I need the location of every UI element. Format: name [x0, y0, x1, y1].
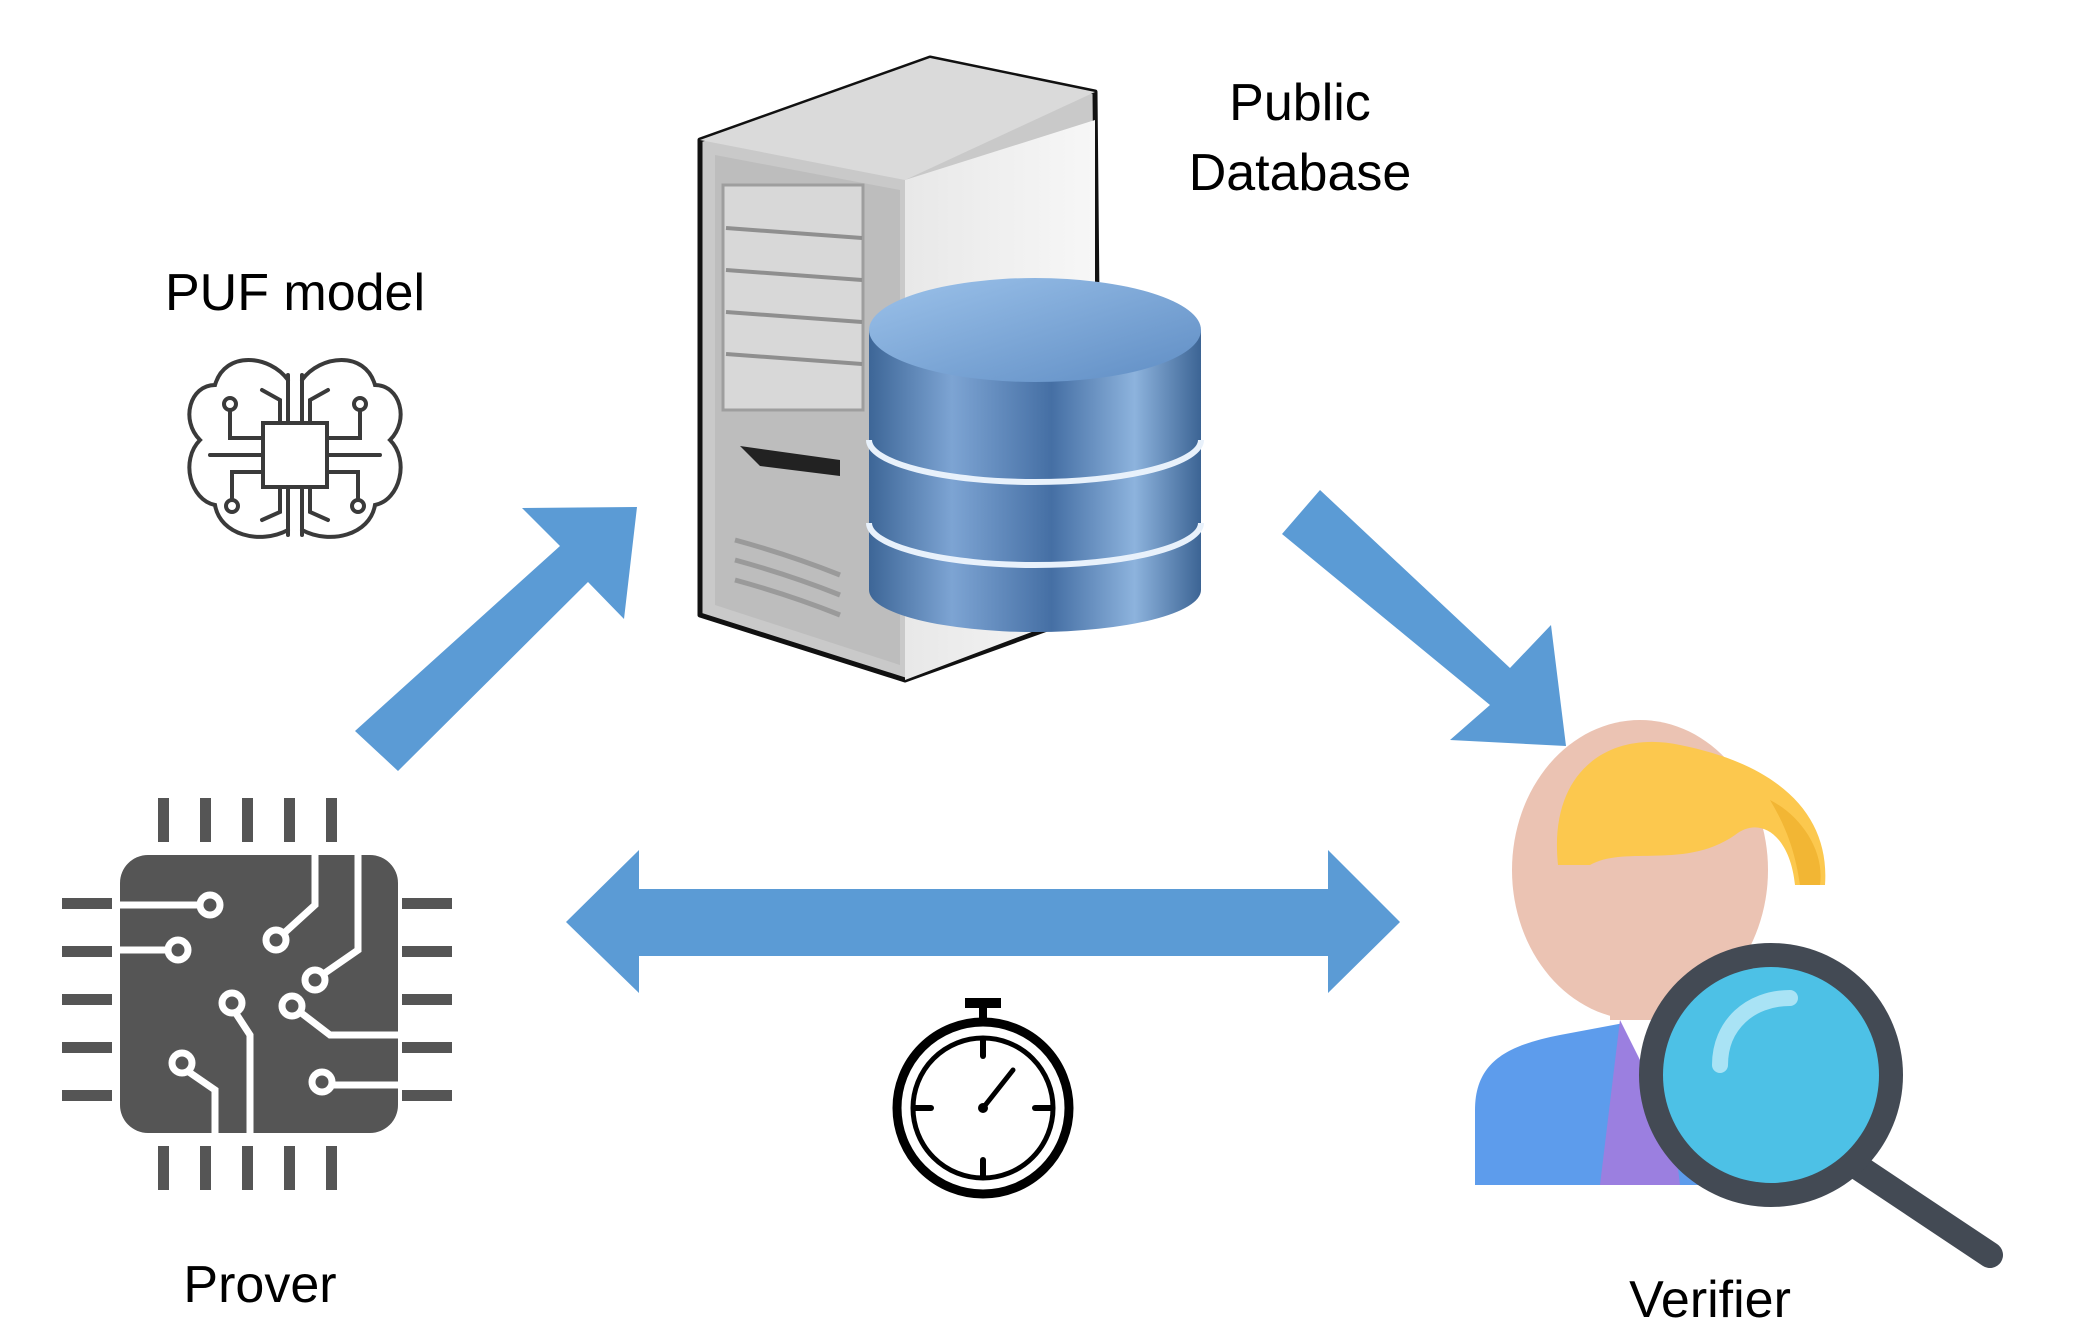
prover-label: Prover	[183, 1256, 337, 1314]
arrow-prover-verifier-bidirectional	[566, 850, 1400, 993]
arrow-database-to-verifier	[1282, 490, 1566, 746]
puf-model-label: PUF model	[164, 264, 426, 322]
verifier-label: Verifier	[1629, 1271, 1791, 1329]
chip-icon	[62, 798, 452, 1190]
user-search-icon	[1475, 720, 2003, 1268]
public-database-label: Public Database	[1188, 74, 1412, 203]
arrow-prover-to-database	[355, 507, 637, 771]
stopwatch-icon	[892, 998, 1074, 1199]
database-icon	[866, 278, 1204, 632]
brain-chip-icon	[187, 358, 403, 539]
